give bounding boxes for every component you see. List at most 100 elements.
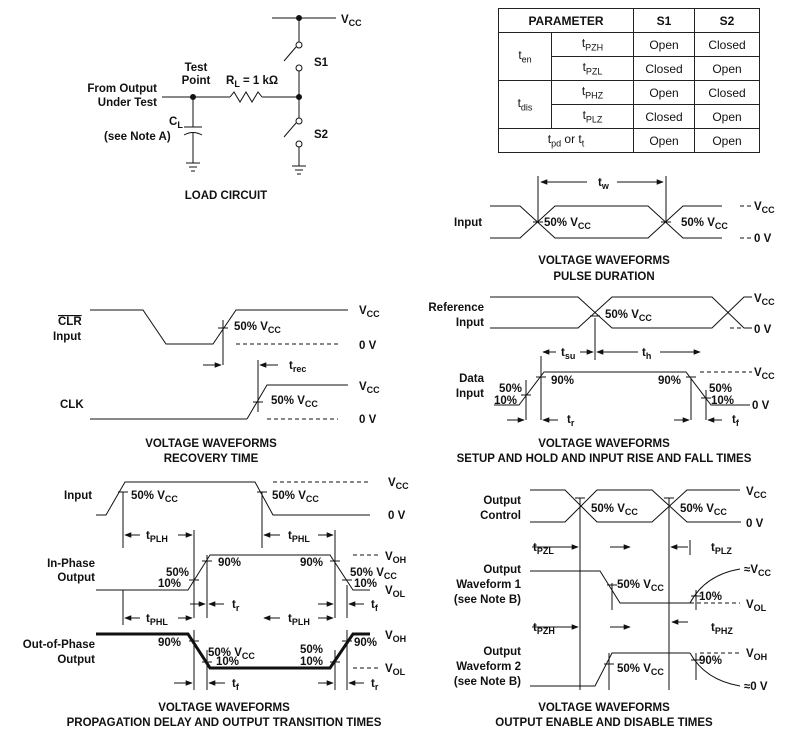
cl-label: CL [169,116,183,130]
param-cell: tPZH [551,32,634,57]
clr-label: CLR [58,316,82,328]
load-circuit [162,15,336,175]
s2-cell: Open [694,104,760,129]
prop-10pct: 10% [158,578,181,590]
param-cell: tPHZ [551,80,634,105]
ref-input-label-1: Reference [428,302,484,314]
test-point-label: Test [185,62,208,74]
prop-voh-1: VOH [385,551,406,565]
enable-0v: 0 V [746,518,764,530]
setup-vcc-2: VCC [754,367,775,381]
enable-vcc: VCC [746,486,767,500]
pulse-input-label: Input [454,217,482,229]
tphl-label-2: tPHL [146,613,168,627]
prop-vol-1: VOL [385,585,406,599]
setup-50pct: 50% [499,383,522,395]
s1-header: S1 [633,8,695,33]
recovery-50-2: 50% VCC [271,395,318,409]
param-header: PARAMETER [498,8,634,33]
pulse-title-2: PULSE DURATION [553,271,654,283]
tpzl-label: tPZL [533,542,554,556]
s2-cell: Open [694,56,760,81]
tsu-label: tsu [561,347,575,361]
setup-title-1: VOLTAGE WAVEFORMS [538,438,670,450]
table-row: tdis tPHZ Open Closed [498,80,760,129]
wf2-label-2: Waveform 2 [456,661,521,673]
wf1-label-2: Waveform 1 [456,579,521,591]
prop-vol-2: VOL [385,663,406,677]
tw-label: tw [598,177,610,191]
prop-0v: 0 V [388,510,406,522]
outphase-label-1: Out-of-Phase [23,639,95,651]
pulse-50-right: 50% VCC [681,217,728,231]
recovery-vcc-1: VCC [359,305,380,319]
setup-vcc-1: VCC [754,293,775,307]
table-header-row: PARAMETER S1 S2 [498,8,760,33]
ctrl-label-1: Output [483,495,521,507]
setup-tr: tr [567,414,575,428]
prop-vcc: VCC [388,477,409,491]
prop-90pct-r: 90% [300,557,323,569]
s1-cell: Open [633,128,695,153]
outphase-90pct-r: 90% [354,637,377,649]
outphase-50pct-r: 50% [300,644,323,656]
recovery-0v-2: 0 V [359,414,377,426]
s2-cell: Closed [694,32,760,57]
s1-label: S1 [314,57,329,69]
wf2-label-3: (see Note B) [454,676,521,688]
clr-input-label: Input [53,331,81,343]
s1-cell: Open [633,80,695,105]
load-circuit-title: LOAD CIRCUIT [185,190,267,202]
table-row: ten tPZH Open Closed [498,32,760,81]
setup-title-2: SETUP AND HOLD AND INPUT RISE AND FALL T… [457,453,752,465]
pulse-0v: 0 V [754,233,772,245]
pulse-title-1: VOLTAGE WAVEFORMS [538,255,670,267]
setup-90pct-l: 90% [551,375,574,387]
note-a-label: (see Note A) [104,131,171,143]
outphase-10pct-l: 10% [216,656,239,668]
wf2-voh: VOH [746,648,767,662]
prop-input-label: Input [64,490,92,502]
outphase-90pct-l: 90% [158,637,181,649]
prop-50-1: 50% VCC [131,490,178,504]
tplz-label: tPLZ [711,542,732,556]
tplh-label-1: tPLH [146,530,168,544]
data-input-label-2: Input [456,388,484,400]
under-test-label: Under Test [98,97,157,109]
pulse-vcc: VCC [754,201,775,215]
wf2-50vcc: 50% VCC [617,663,664,677]
enable-50-2: 50% VCC [680,503,727,517]
setup-50: 50% VCC [605,309,652,323]
s2-cell: Closed [694,80,760,105]
ten-cell: ten [498,32,552,81]
tphl-label-1: tPHL [288,530,310,544]
wf1-vol: VOL [746,599,767,613]
prop-tr-2: tr [371,678,379,692]
wf1-10pct: 10% [699,591,722,603]
outphase-label-2: Output [57,654,95,666]
ctrl-label-2: Control [480,510,521,522]
enable-title-2: OUTPUT ENABLE AND DISABLE TIMES [495,717,713,729]
pulse-50-left: 50% VCC [544,217,591,231]
param-cell: tPLZ [551,104,634,129]
setup-50pct-r: 50% [709,383,732,395]
recovery-title-1: VOLTAGE WAVEFORMS [145,438,277,450]
propagation-waveform [96,481,380,690]
prop-50vcc-r: 50% VCC [350,567,397,581]
prop-90pct-l: 90% [218,557,241,569]
switch-parameter-table: PARAMETER S1 S2 ten tPZH Open Closed tPZ… [498,8,760,153]
setup-90pct-r: 90% [658,375,681,387]
enable-50-1: 50% VCC [591,503,638,517]
table-row: tpd or tt Open Open [498,128,760,153]
test-point-label-2: Point [182,75,211,87]
inphase-label-1: In-Phase [47,558,95,570]
prop-title-1: VOLTAGE WAVEFORMS [158,702,290,714]
enable-title-1: VOLTAGE WAVEFORMS [538,702,670,714]
tplh-label-2: tPLH [288,613,310,627]
tpzh-label: tPZH [533,622,555,636]
prop-tr-1: tr [232,599,240,613]
tdis-cell: tdis [498,80,552,129]
prop-10pct-r: 10% [354,578,377,590]
recovery-waveform [90,309,348,420]
